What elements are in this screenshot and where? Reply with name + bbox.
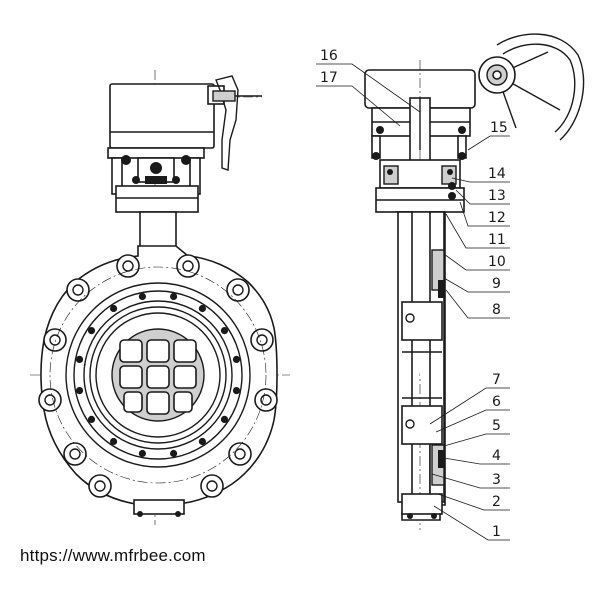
bolt-hole-dot xyxy=(198,304,206,313)
bolt-hole-dot xyxy=(232,387,241,395)
bolt-hole-dot xyxy=(138,292,146,301)
packing-area xyxy=(375,159,465,213)
handwheel xyxy=(478,33,585,141)
leader-lines xyxy=(316,63,510,541)
bolt-hole-dot xyxy=(110,304,118,313)
front-view xyxy=(30,70,290,525)
bolt-holes xyxy=(75,292,241,458)
bolt-hole-dot xyxy=(220,415,229,423)
bolt-hole-dot xyxy=(87,415,96,423)
part-label-2: 2 xyxy=(492,494,501,510)
side-view: 16 17 15 14 13 12 11 10 9 8 7 6 5 4 3 2 … xyxy=(316,33,585,541)
part-label-1: 1 xyxy=(492,524,501,540)
part-label-17: 17 xyxy=(320,70,338,86)
bolt-hole-dot xyxy=(170,449,178,458)
bolt-hole-dot xyxy=(220,327,229,335)
part-label-15: 15 xyxy=(490,120,508,136)
part-number-labels: 16 17 15 14 13 12 11 10 9 8 7 6 5 4 3 2 … xyxy=(320,48,508,540)
mounting-bracket xyxy=(107,147,205,253)
source-url: https://www.mfrbee.com xyxy=(20,546,206,565)
bolt-hole-dot xyxy=(170,292,178,301)
part-label-14: 14 xyxy=(488,166,506,182)
bolt-hole-dot xyxy=(75,355,84,363)
part-label-3: 3 xyxy=(492,472,501,488)
part-label-12: 12 xyxy=(488,210,506,226)
part-label-16: 16 xyxy=(320,48,338,64)
bolt-hole-dot xyxy=(232,355,241,363)
disc xyxy=(111,328,205,422)
part-label-8: 8 xyxy=(492,302,501,318)
bolt-hole-dot xyxy=(87,327,96,335)
part-label-6: 6 xyxy=(492,394,501,410)
part-label-7: 7 xyxy=(492,372,501,388)
part-label-11: 11 xyxy=(488,232,506,248)
part-label-10: 10 xyxy=(488,254,506,270)
part-label-4: 4 xyxy=(492,448,501,464)
part-label-13: 13 xyxy=(488,188,506,204)
part-label-9: 9 xyxy=(492,276,501,292)
bolt-hole-dot xyxy=(75,387,84,395)
part-label-5: 5 xyxy=(492,418,501,434)
bolt-hole-dot xyxy=(138,449,146,458)
bolt-hole-dot xyxy=(198,437,206,446)
body-section xyxy=(395,211,446,521)
bolt-hole-dot xyxy=(110,437,118,446)
